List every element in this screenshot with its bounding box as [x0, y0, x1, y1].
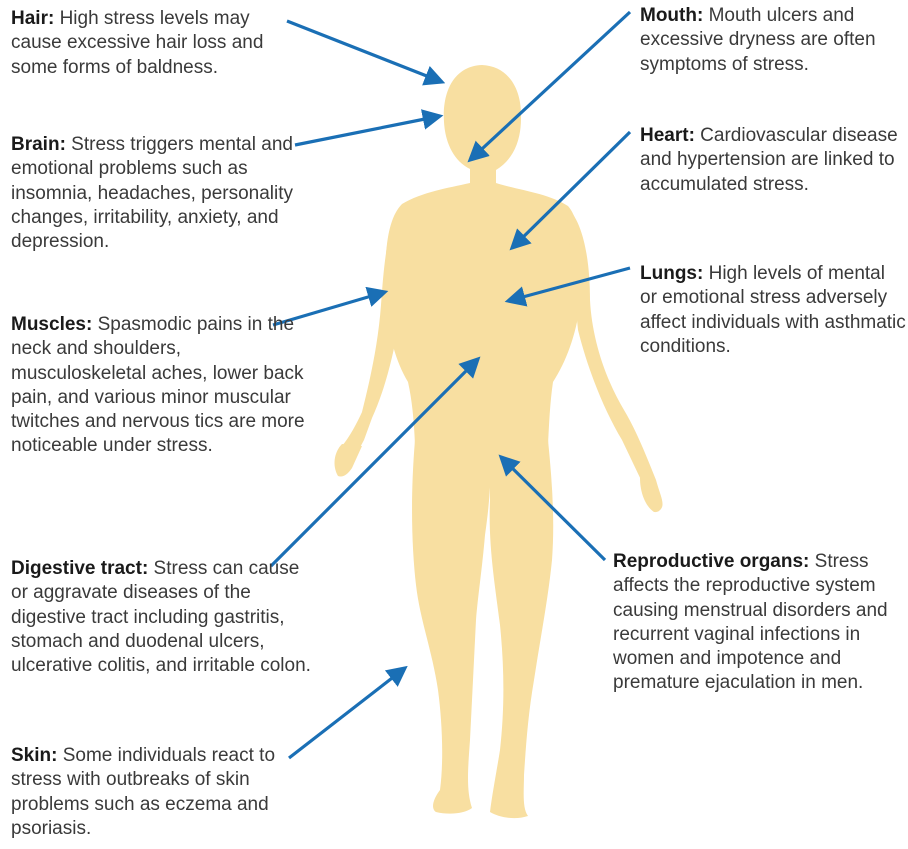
right-leg	[490, 440, 554, 818]
reproductive-callout: Reproductive organs: Stress affects the …	[613, 550, 907, 696]
reproductive-term: Reproductive organs:	[613, 551, 809, 572]
muscles-term: Muscles:	[11, 314, 92, 335]
digestive-callout: Digestive tract: Stress can cause or agg…	[11, 557, 311, 678]
heart-term: Heart:	[640, 125, 695, 146]
hair-term: Hair:	[11, 8, 54, 29]
brain-term: Brain:	[11, 134, 66, 155]
reproductive-text: Stress affects the reproductive system c…	[613, 551, 888, 693]
brain-callout: Brain: Stress triggers mental and emotio…	[11, 133, 311, 254]
right-hand	[640, 476, 662, 512]
skin-term: Skin:	[11, 745, 57, 766]
torso	[385, 183, 581, 445]
muscles-text: Spasmodic pains in the neck and shoulder…	[11, 314, 305, 456]
muscles-callout: Muscles: Spasmodic pains in the neck and…	[11, 313, 316, 459]
hair-arrow	[287, 21, 442, 82]
lungs-term: Lungs:	[640, 263, 703, 284]
left-hand	[335, 444, 362, 477]
mouth-term: Mouth:	[640, 5, 703, 26]
hair-callout: Hair: High stress levels may cause exces…	[11, 7, 296, 80]
heart-callout: Heart: Cardiovascular disease and hypert…	[640, 124, 906, 197]
left-leg	[412, 440, 491, 814]
digestive-term: Digestive tract:	[11, 558, 148, 579]
brain-arrow	[295, 116, 440, 145]
skin-callout: Skin: Some individuals react to stress w…	[11, 744, 311, 841]
mouth-callout: Mouth: Mouth ulcers and excessive drynes…	[640, 4, 906, 77]
lungs-callout: Lungs: High levels of mental or emotiona…	[640, 262, 906, 359]
body-silhouette	[335, 65, 663, 818]
